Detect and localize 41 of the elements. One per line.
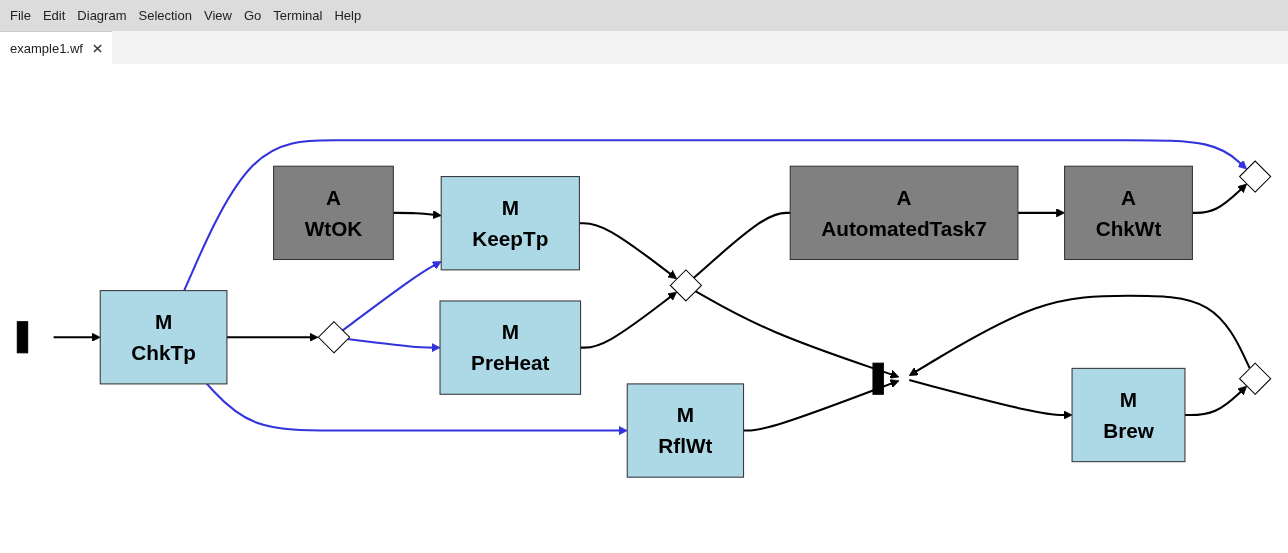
node-bar — [16, 320, 29, 354]
tab-title: example1.wf — [10, 40, 83, 56]
node-box — [273, 165, 394, 260]
arrow — [341, 260, 442, 332]
arrow — [909, 378, 1073, 420]
node-diamond — [317, 320, 351, 354]
arrow — [1184, 385, 1247, 416]
arrow — [53, 332, 101, 342]
arrow — [580, 291, 677, 349]
arrow — [579, 221, 677, 279]
node-box — [789, 165, 1019, 260]
node-diamond — [1238, 160, 1272, 193]
menu-item: View — [203, 8, 232, 23]
arrow — [183, 139, 1247, 291]
menu-item: Diagram — [77, 8, 127, 23]
arrow — [1017, 208, 1065, 218]
connector — [692, 211, 791, 279]
node-box — [440, 175, 580, 271]
arrow — [226, 332, 319, 342]
node-box — [99, 289, 228, 385]
arrow — [206, 382, 628, 435]
workflow-diagram: A AutomatedTask7 A ChkWt M PreHeat M RflWt M ChkTp M Brew M KeepTp A WtOK — [9, 131, 1279, 486]
menu-item: Go — [243, 8, 262, 23]
arrow — [393, 209, 442, 219]
node-box — [1064, 165, 1193, 260]
node-diamond — [1238, 362, 1272, 395]
node-box — [1071, 367, 1186, 462]
arrow — [694, 289, 900, 379]
menu-item: Selection — [138, 8, 192, 23]
node-box — [439, 300, 582, 395]
arrow — [1192, 183, 1247, 214]
menu-item: Edit — [42, 8, 66, 23]
arrow — [743, 379, 900, 432]
menu-item: Terminal — [273, 8, 323, 23]
arrow — [908, 294, 1251, 376]
node-box — [626, 383, 745, 478]
menu-item: Help — [334, 8, 362, 23]
arrow — [347, 337, 441, 352]
node-bar — [872, 362, 884, 395]
node-diamond — [669, 268, 703, 302]
menu-item: File — [10, 8, 31, 23]
